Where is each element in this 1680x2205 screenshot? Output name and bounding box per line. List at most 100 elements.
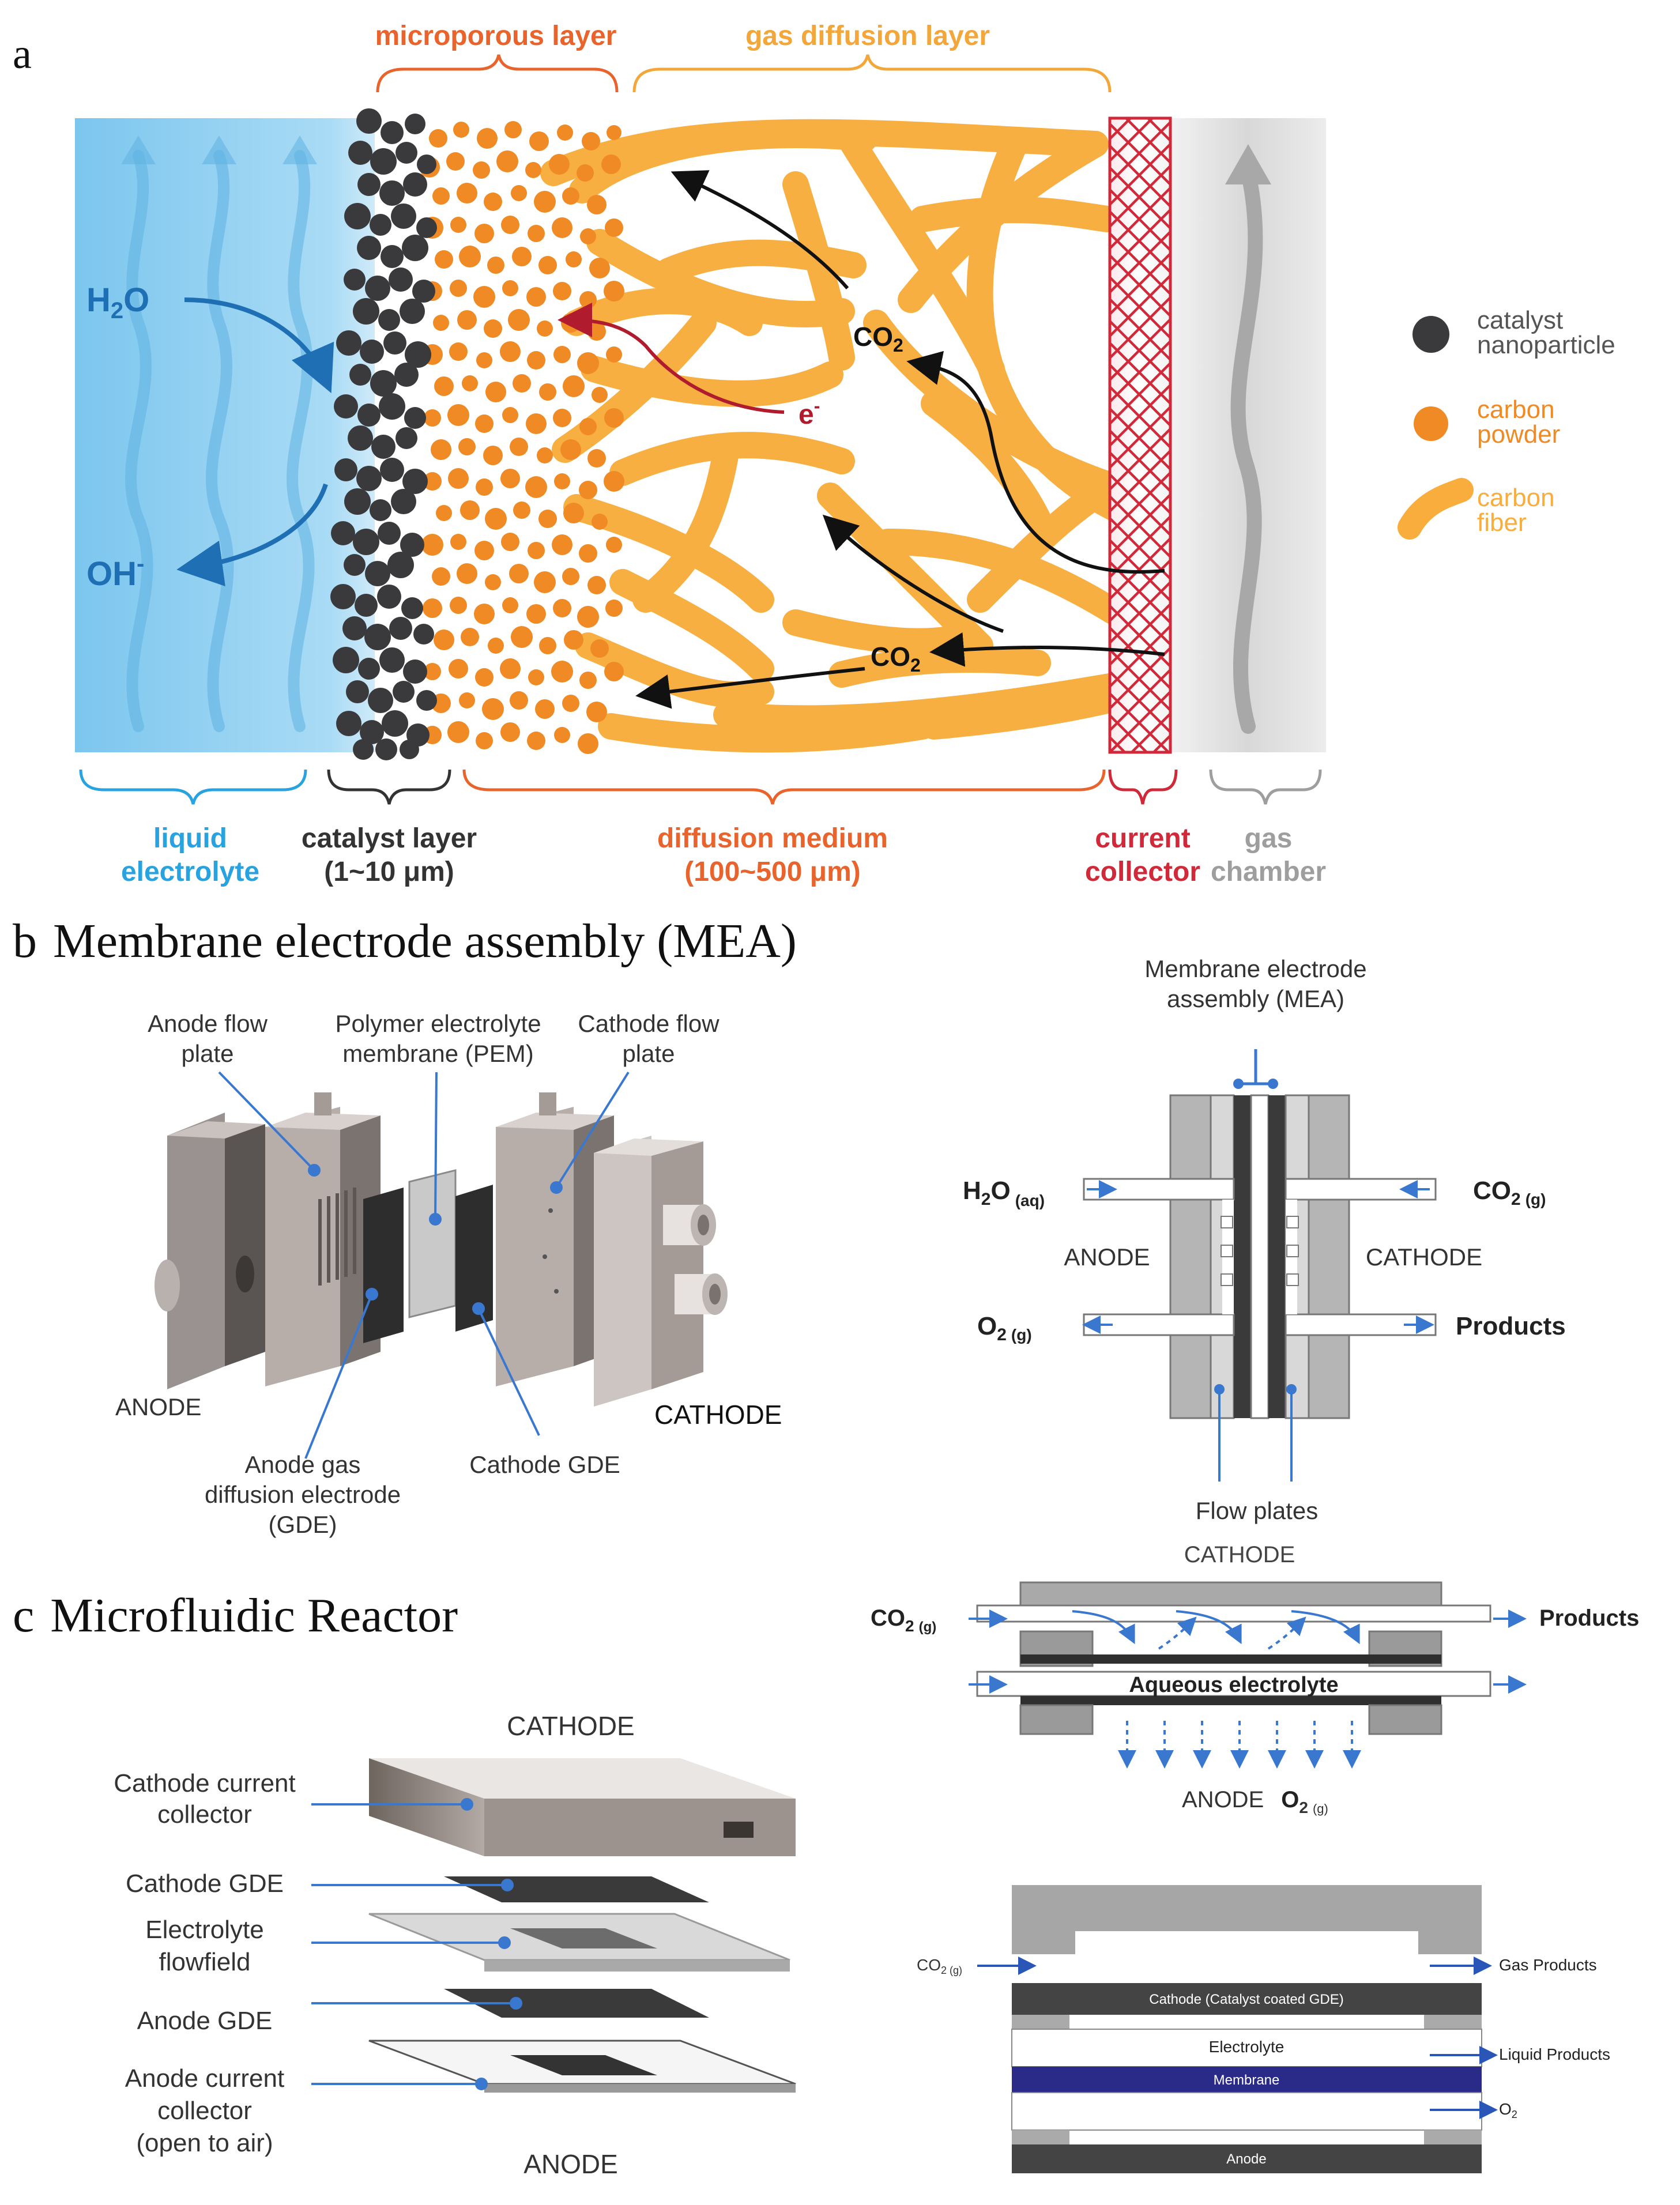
anode-gde-plate: [444, 1989, 709, 2018]
acc-label-1: Anode current: [125, 2064, 284, 2093]
mfb-cathode-layer-label: Cathode (Catalyst coated GDE): [1149, 1992, 1344, 2007]
h2o-arrow: [184, 297, 334, 393]
co2-label-lower: CO2: [871, 642, 921, 676]
liquid-electrolyte-label-1: liquid: [153, 823, 227, 854]
agde-label: Anode GDE: [137, 2007, 273, 2035]
mf-electrolyte-label: Aqueous electrolyte: [1129, 1673, 1338, 1697]
cathode-gde-shape: [455, 1185, 493, 1332]
current-collector-label-2: collector: [1085, 857, 1200, 887]
mfb-membrane-label: Membrane: [1214, 2072, 1280, 2088]
schematic-products-label: Products: [1456, 1312, 1566, 1340]
ccc-label-2: collector: [157, 1800, 252, 1829]
cathode-flow-plate-shape: [496, 1107, 574, 1386]
ef-label-1: Electrolyte: [145, 1916, 263, 1944]
acc-label-2: collector: [157, 2097, 252, 2125]
gas-chamber-label-2: chamber: [1211, 857, 1326, 887]
brace-liquid-electrolyte: [79, 769, 307, 805]
catalyst-layer-label-1: catalyst layer: [302, 823, 477, 854]
gas-flow-arrowhead: [1225, 144, 1271, 184]
anode-end-plate: [167, 1113, 225, 1389]
co2-flow-arrows: [635, 170, 1165, 709]
cathode-flow-plate-label-1: Cathode flow: [578, 1010, 720, 1037]
current-collector-mesh: [1108, 116, 1172, 754]
legend-fiber-line1: carbon: [1477, 484, 1555, 512]
brace-microporous: [376, 54, 619, 93]
catalyst-nanoparticles: [330, 108, 437, 760]
legend-catalyst-swatch: [1412, 316, 1449, 353]
anode-port-icon: [155, 1260, 180, 1311]
cathode-end-plate: [594, 1136, 651, 1407]
oh-label: OH-: [86, 551, 144, 593]
current-collector-label-1: current: [1095, 823, 1190, 854]
anode-flow-plate-label-2: plate: [181, 1040, 233, 1067]
panel-a-letter: a: [13, 31, 32, 78]
o2-gap-layer: [1011, 2092, 1482, 2131]
oh-arrow: [176, 483, 328, 587]
anode-gde-label-1: Anode gas: [245, 1451, 361, 1478]
mfb-anode-label: Anode: [1226, 2151, 1266, 2167]
flow-plates-label: Flow plates: [1196, 1497, 1318, 1524]
mf-cathode-top-label: CATHODE: [507, 1711, 635, 1741]
electron-label: e-: [798, 395, 820, 430]
legend-catalyst-line2: nanoparticle: [1477, 331, 1615, 359]
schematic-gde-left: [1234, 1095, 1251, 1418]
ef-label-2: flowfield: [159, 1948, 251, 1976]
gas-chamber-label-1: gas: [1245, 823, 1293, 854]
schematic-cathode-label: CATHODE: [1366, 1243, 1482, 1271]
brace-gdl: [632, 54, 1112, 93]
mfb-o2-label: O2: [1499, 2100, 1517, 2120]
brace-current-collector: [1108, 769, 1178, 805]
mea-schematic-title-2: assembly (MEA): [1167, 985, 1344, 1012]
mea-cathode-label: CATHODE: [654, 1400, 782, 1430]
electrolyte-flow-arrowheads: [121, 135, 317, 164]
schematic-anode-label: ANODE: [1064, 1243, 1150, 1271]
mfb-co2-label: CO2 (g): [917, 1956, 962, 1976]
gas-diffusion-layer-label: gas diffusion layer: [745, 21, 990, 51]
brace-gas-chamber: [1209, 769, 1322, 805]
legend-powder-line1: carbon: [1477, 395, 1555, 424]
mf-products-label: Products: [1539, 1605, 1639, 1631]
mf-schematic-cathode-label: CATHODE: [1184, 1542, 1295, 1567]
pem-label-2: membrane (PEM): [342, 1040, 533, 1067]
acc-label-3: (open to air): [136, 2129, 273, 2157]
schematic-o2-label: O2(g): [977, 1312, 1032, 1344]
microfluidic-exploded-view: CATHODE: [368, 1711, 796, 2093]
membrane-layer: [1012, 2067, 1482, 2093]
mf-leader-lines: [311, 1798, 522, 2090]
mea-schematic-title-1: Membrane electrode: [1144, 955, 1366, 982]
cathode-gde-label: Cathode GDE: [469, 1451, 620, 1478]
legend-powder-swatch: [1414, 406, 1448, 441]
mfb-electrolyte-label: Electrolyte: [1209, 2038, 1285, 2056]
mfb-liquid-products-label: Liquid Products: [1499, 2045, 1610, 2063]
brace-diffusion-medium: [462, 769, 1106, 805]
electrolyte-layer: [1011, 2029, 1482, 2067]
legend-catalyst-line1: catalyst: [1477, 306, 1563, 334]
pem-shape: [408, 1169, 457, 1318]
mea-leader-lines: [218, 1071, 630, 1459]
mea-anode-label: ANODE: [115, 1393, 201, 1420]
legend-fiber-swatch: [1398, 478, 1474, 540]
anode-flow-channels: [318, 1188, 356, 1286]
anode-gde-label-3: (GDE): [269, 1511, 337, 1538]
legend-fiber-line2: fiber: [1477, 508, 1527, 537]
mf-schematic-top: CATHODE: [871, 1542, 1639, 1816]
cathode-gde-plate: [444, 1876, 709, 1902]
anode-flow-plate-label-1: Anode flow: [148, 1010, 268, 1037]
panel-a: a: [13, 21, 1615, 887]
anode-gde-shape: [363, 1188, 404, 1343]
pem-label-1: Polymer electrolyte: [335, 1010, 541, 1037]
mea-exploded-view: [155, 1092, 728, 1407]
microporous-layer-label: microporous layer: [375, 21, 617, 51]
mf-schematic-bottom: CO2 (g) Gas Products Cathode (Catalyst c…: [917, 1885, 1610, 2173]
panel-a-legend: catalyst nanoparticle carbon powder carb…: [1398, 306, 1615, 540]
diffusion-medium-label-2: (100~500 μm): [684, 857, 861, 887]
brace-catalyst-layer: [327, 769, 451, 805]
electrolyte-flow-arrows: [125, 150, 315, 732]
mf-anode-bottom-label: ANODE: [523, 2149, 618, 2179]
co2-label-upper: CO2: [853, 322, 903, 356]
cathode-port-icons: [663, 1204, 728, 1315]
